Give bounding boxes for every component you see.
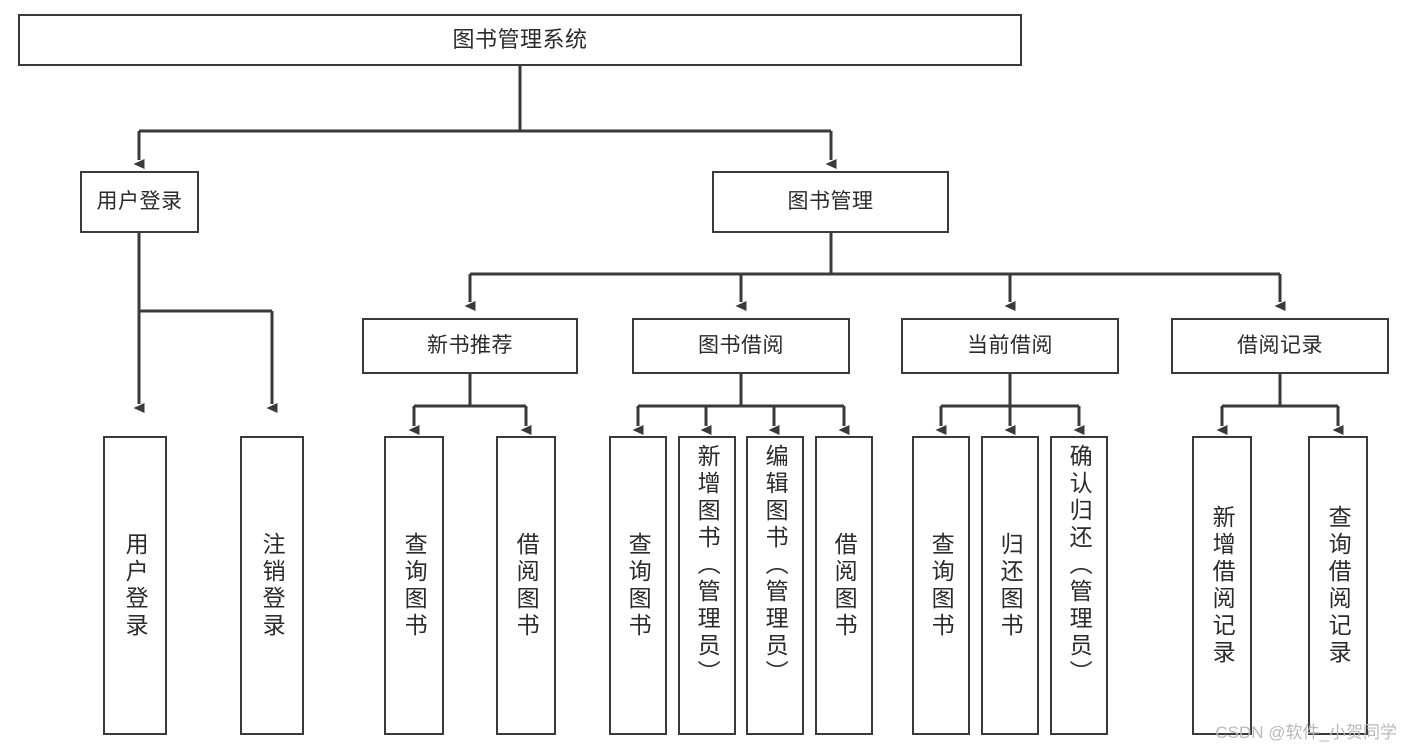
leaf-query-book-3[interactable]: 查询图书 — [912, 436, 970, 735]
node-current-borrow[interactable]: 当前借阅 — [901, 318, 1119, 374]
node-user-login[interactable]: 用户登录 — [80, 171, 199, 233]
leaf-edit-book[interactable]: 编辑图书（管理员） — [746, 436, 804, 735]
node-borrow-record-label: 借阅记录 — [1237, 333, 1323, 357]
node-current-borrow-label: 当前借阅 — [967, 333, 1053, 357]
leaf-query-book-2-label: 查询图书 — [625, 531, 652, 640]
leaf-query-book-1-label: 查询图书 — [401, 531, 428, 640]
node-root[interactable]: 图书管理系统 — [18, 14, 1022, 66]
leaf-borrow-book-2-label: 借阅图书 — [831, 531, 858, 640]
leaf-return-book[interactable]: 归还图书 — [981, 436, 1039, 735]
leaf-user-login-label: 用户登录 — [122, 531, 149, 640]
leaf-add-book[interactable]: 新增图书（管理员） — [678, 436, 736, 735]
node-book-manage-label: 图书管理 — [787, 189, 874, 213]
leaf-borrow-book-2[interactable]: 借阅图书 — [815, 436, 873, 735]
leaf-query-record-label: 查询借阅记录 — [1325, 504, 1352, 667]
leaf-user-login[interactable]: 用户登录 — [103, 436, 167, 735]
leaf-query-book-3-label: 查询图书 — [928, 531, 955, 640]
leaf-add-book-label: 新增图书（管理员） — [694, 444, 721, 687]
leaf-logout[interactable]: 注销登录 — [240, 436, 304, 735]
node-book-borrow[interactable]: 图书借阅 — [632, 318, 850, 374]
leaf-borrow-book-1[interactable]: 借阅图书 — [496, 436, 556, 735]
watermark-text: CSDN @软件_小贺同学 — [1215, 723, 1397, 742]
node-user-login-label: 用户登录 — [96, 189, 183, 213]
node-book-borrow-label: 图书借阅 — [698, 333, 784, 357]
leaf-edit-book-label: 编辑图书（管理员） — [762, 444, 789, 687]
leaf-query-book-2[interactable]: 查询图书 — [609, 436, 667, 735]
leaf-logout-label: 注销登录 — [259, 531, 286, 640]
leaf-add-record[interactable]: 新增借阅记录 — [1192, 436, 1252, 735]
leaf-confirm-return[interactable]: 确认归还（管理员） — [1050, 436, 1108, 735]
node-borrow-record[interactable]: 借阅记录 — [1171, 318, 1389, 374]
leaf-add-record-label: 新增借阅记录 — [1209, 504, 1236, 667]
leaf-query-book-1[interactable]: 查询图书 — [384, 436, 444, 735]
leaf-query-record[interactable]: 查询借阅记录 — [1308, 436, 1368, 735]
node-book-manage[interactable]: 图书管理 — [712, 171, 949, 233]
leaf-confirm-return-label: 确认归还（管理员） — [1066, 444, 1093, 687]
node-root-label: 图书管理系统 — [452, 27, 588, 53]
leaf-return-book-label: 归还图书 — [997, 531, 1024, 640]
node-new-book-recommend[interactable]: 新书推荐 — [362, 318, 578, 374]
node-new-book-recommend-label: 新书推荐 — [427, 333, 513, 357]
leaf-borrow-book-1-label: 借阅图书 — [513, 531, 540, 640]
